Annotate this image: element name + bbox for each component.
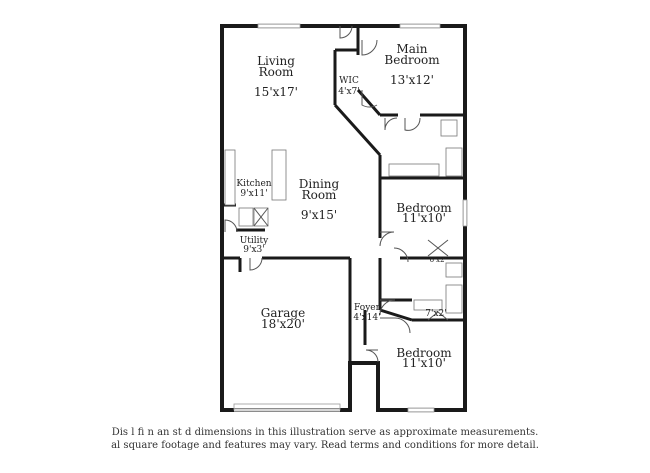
- washer-icon: [238, 207, 254, 227]
- closet-2-size: 6'x2': [430, 256, 447, 264]
- kitchen-size: 9'x11': [240, 189, 267, 199]
- closet-3-size: 7'x2': [425, 309, 446, 319]
- bedroom-2-label: Bedroom: [396, 201, 452, 215]
- vanity-icon: [388, 163, 440, 177]
- utility-size: 9'x3': [243, 245, 264, 255]
- fixtures: [224, 119, 463, 321]
- disclaimer-line-1: Dis l fi n an st d dimensions in this il…: [111, 427, 539, 438]
- disclaimer-line-2: al square footage and features may vary.…: [111, 440, 539, 451]
- interior-walls: [222, 26, 465, 363]
- foyer-label: Foyer: [354, 303, 381, 313]
- kitchen-island-icon: [271, 149, 287, 201]
- bedroom-3-label: Bedroom: [396, 346, 452, 360]
- garage-label: Garage: [261, 306, 305, 320]
- dining-room-size: 9'x15': [301, 208, 337, 222]
- garage-size: 18'x20': [261, 317, 305, 331]
- wic-size: 4'x7': [338, 87, 359, 97]
- kitchen-label: Kitchen: [236, 179, 271, 189]
- window-frames: [233, 23, 468, 413]
- main-bedroom-size: 13'x12': [390, 73, 434, 87]
- bathtub-2-icon: [445, 284, 463, 314]
- foyer-size: 4'x14': [353, 313, 380, 323]
- living-room-size: 15'x17': [254, 85, 298, 99]
- utility-label: Utility: [240, 236, 269, 246]
- doors: [224, 25, 421, 363]
- vanity-2-icon: [413, 299, 443, 311]
- wic-label: WIC: [339, 76, 359, 86]
- bathtub-icon: [445, 147, 463, 177]
- bedroom-2-size: 11'x10': [402, 211, 446, 225]
- bedroom-3-size: 11'x10': [402, 356, 446, 370]
- kitchen-counter-icon: [224, 149, 236, 206]
- disclaimer: Dis l fi n an st d dimensions in this il…: [0, 426, 650, 452]
- toilet-icon: [440, 119, 458, 137]
- toilet-2-icon: [445, 262, 463, 278]
